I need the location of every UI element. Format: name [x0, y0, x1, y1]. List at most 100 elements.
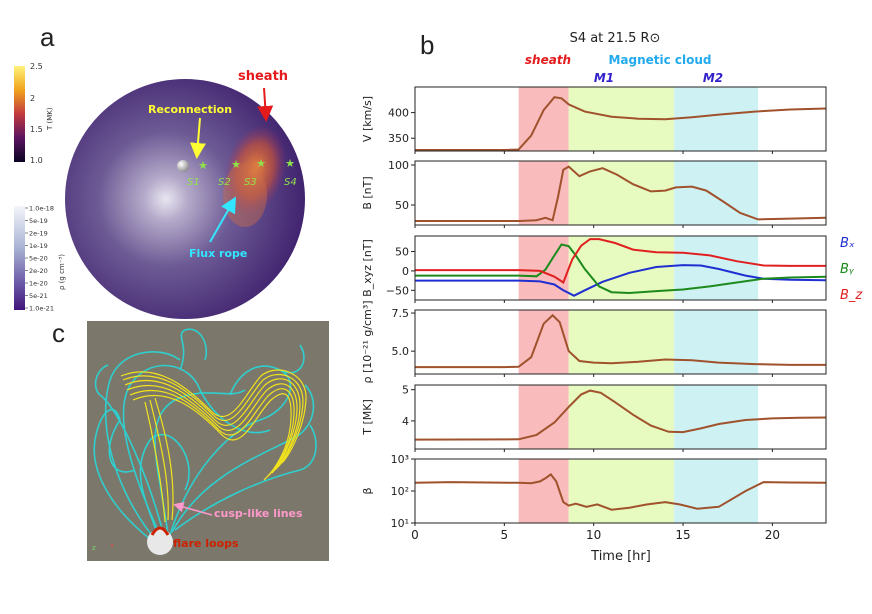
density-colorbar-tick: 5e-21	[29, 292, 48, 300]
y-tick-label: 100	[388, 159, 409, 172]
y-tick-label: 5	[402, 384, 409, 397]
x-tick-label: 0	[411, 528, 419, 542]
y-tick-label: 400	[388, 107, 409, 120]
flare-loops-region	[150, 526, 170, 536]
region-shading	[518, 310, 569, 374]
y-axis-label: B [nT]	[361, 176, 374, 209]
temperature-colorbar	[14, 66, 25, 162]
subplot-frame	[414, 384, 827, 450]
series-line	[415, 165, 827, 222]
flux-rope-density-region	[223, 163, 267, 227]
region-shading	[568, 385, 675, 449]
subplot-frame	[414, 235, 827, 301]
region-label-m1: M1	[594, 71, 614, 85]
x-tick-label: 5	[501, 528, 509, 542]
y-tick-label: 0	[402, 265, 409, 278]
flux-rope-arrow	[209, 196, 236, 243]
panel-b-chart: S4 at 21.5 R⊙ sheath Magnetic cloud M1 M…	[361, 31, 863, 564]
region-label-magnetic-cloud: Magnetic cloud	[608, 53, 711, 67]
spacecraft-label-s3: S3	[244, 177, 257, 188]
series-line	[415, 238, 826, 285]
y-tick-label: 7.5	[392, 307, 410, 320]
region-shading	[568, 161, 675, 225]
subplot-frame	[414, 309, 827, 375]
region-label-sheath: sheath	[525, 53, 571, 67]
subplot-frame	[414, 86, 827, 152]
subplot-frame	[414, 160, 827, 226]
series-line	[414, 473, 827, 511]
y-axis-label: ρ [10⁻²¹ g/cm³]	[361, 300, 374, 383]
y-tick-label: 5.0	[392, 345, 410, 358]
temperature-colorbar-tick: 2.5	[30, 62, 43, 71]
y-axis-label: B_xyz [nT]	[361, 239, 374, 297]
chart-subplot: −50 0 50 B_xyz [nT]	[361, 235, 827, 303]
sun-sphere-icon	[147, 529, 173, 555]
chart-subplot: 5.0 7.5 ρ [10⁻²¹ g/cm³]	[361, 300, 827, 384]
density-colorbar-tick: 2e-19	[29, 230, 48, 238]
temperature-colorbar-label: T (MK)	[46, 107, 54, 131]
x-axis-label: Time [hr]	[590, 549, 651, 564]
x-tick-label: 20	[765, 528, 780, 542]
temperature-colorbar-tick: 1.5	[30, 125, 43, 134]
panel-a: 2.5 2 1.5 1.0 T (MK) 1.0e-18 5e-19 2e-19 1e…	[14, 62, 305, 319]
chart-subplot: 4 5 T [MK]	[361, 384, 827, 452]
y-tick-label: 10³	[391, 453, 409, 466]
panel-label-a: a	[40, 22, 55, 52]
y-tick-label: 4	[402, 415, 409, 428]
region-shading	[518, 385, 569, 449]
y-tick-label: 10¹	[391, 517, 409, 530]
axis-triad-icon: •	[110, 542, 114, 550]
temperature-colorbar-tick: 2	[30, 94, 35, 103]
spacecraft-star: ★	[231, 158, 241, 171]
region-shading	[674, 87, 759, 151]
spacecraft-star: ★	[198, 159, 208, 172]
panel-label-c: c	[52, 318, 65, 348]
legend-bx: Bₓ	[840, 236, 855, 251]
y-tick-label: 50	[395, 246, 409, 259]
spacecraft-star: ★	[285, 157, 295, 170]
sheath-annotation: sheath	[238, 69, 288, 84]
density-colorbar-tick: 1.0e-18	[29, 205, 54, 213]
legend-by: Bᵧ	[840, 262, 855, 277]
y-axis-label: T [MK]	[361, 399, 374, 436]
region-shading	[518, 459, 569, 523]
region-shading	[518, 161, 569, 225]
y-tick-label: 350	[388, 132, 409, 145]
sheath-arrow	[257, 87, 274, 122]
density-colorbar-tick: 5e-20	[29, 255, 48, 263]
region-shading	[568, 310, 675, 374]
x-tick-label: 10	[586, 528, 601, 542]
series-line	[415, 264, 827, 297]
sheath-density-region	[223, 124, 287, 216]
temperature-colorbar-tick: 1.0	[30, 156, 43, 165]
reconnection-annotation: Reconnection	[148, 103, 232, 116]
sun-icon	[177, 160, 189, 172]
chart-subplot: 50 100 B [nT]	[361, 159, 827, 228]
flux-rope-annotation: Flux rope	[189, 247, 247, 260]
spacecraft-label-s4: S4	[284, 177, 297, 188]
density-colorbar-tick: 1.0e-21	[29, 305, 54, 313]
density-colorbar-tick: 1e-19	[29, 242, 48, 250]
series-line	[414, 389, 827, 441]
series-line	[415, 313, 826, 369]
cusp-arrow	[173, 501, 213, 516]
region-shading	[674, 385, 759, 449]
y-tick-label: 10²	[391, 485, 409, 498]
density-colorbar-tick: 2e-20	[29, 267, 48, 275]
chart-title: S4 at 21.5 R⊙	[570, 31, 661, 46]
flux-rope-field-lines	[120, 369, 307, 523]
spacecraft-label-s2: S2	[218, 177, 231, 188]
reconnection-arrow	[189, 117, 206, 159]
panel-label-b: b	[420, 30, 435, 60]
panel-c: cusp-like lines flare loops z •	[87, 321, 329, 561]
series-line	[415, 243, 827, 295]
y-tick-label: 50	[395, 199, 409, 212]
spacecraft-label-s1: S1	[187, 177, 200, 188]
x-tick-label: 15	[675, 528, 690, 542]
cusp-annotation: cusp-like lines	[214, 507, 303, 520]
density-colorbar-tick: 5e-19	[29, 217, 48, 225]
region-shading	[568, 459, 675, 523]
y-tick-label: −50	[386, 284, 409, 297]
